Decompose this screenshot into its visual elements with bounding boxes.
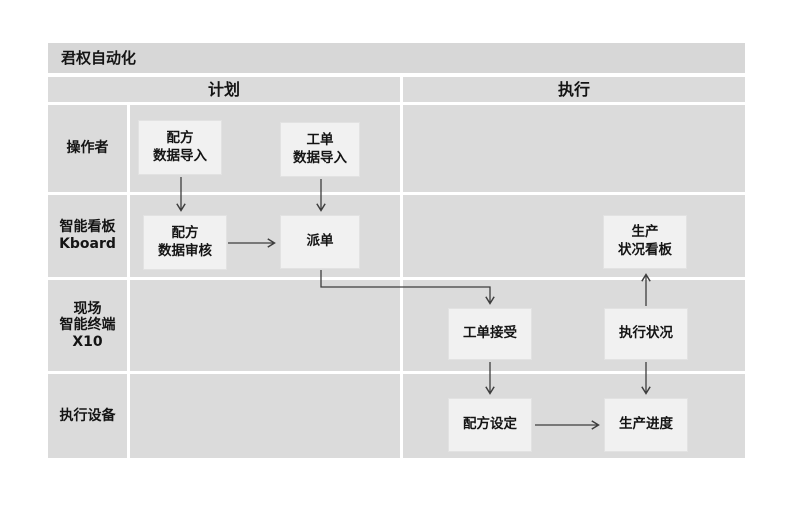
swimlane-diagram: 君权自动化 计划 执行 操作者 智能看板 Kboard 现场 智能终端 X10 … [48,43,745,458]
phase-header-plan: 计划 [48,77,400,102]
diagram-title: 君权自动化 [48,43,745,73]
lane-label-execution-device: 执行设备 [48,374,127,458]
node-production-status-board: 生产 状况看板 [603,215,687,269]
node-execution-status: 执行状况 [604,308,688,360]
node-recipe-data-review: 配方 数据审核 [143,215,227,270]
lane-label-field-terminal: 现场 智能终端 X10 [48,280,127,371]
node-workorder-accept: 工单接受 [448,308,532,360]
lane-field-terminal-plan-cell [130,280,400,371]
node-dispatch: 派单 [280,215,360,269]
phase-header-execute: 执行 [403,77,745,102]
lane-label-smart-kanban: 智能看板 Kboard [48,195,127,277]
lane-operator-execute-cell [403,105,745,192]
node-recipe-data-import: 配方 数据导入 [138,120,222,175]
node-workorder-data-import: 工单 数据导入 [280,122,360,177]
lane-label-operator: 操作者 [48,105,127,192]
phase-header-row: 计划 执行 [48,77,745,102]
lane-execution-device-plan-cell [130,374,400,458]
node-recipe-setting: 配方设定 [448,398,532,452]
lane-smart-kanban-execute-cell [403,195,745,277]
node-production-progress: 生产进度 [604,398,688,452]
